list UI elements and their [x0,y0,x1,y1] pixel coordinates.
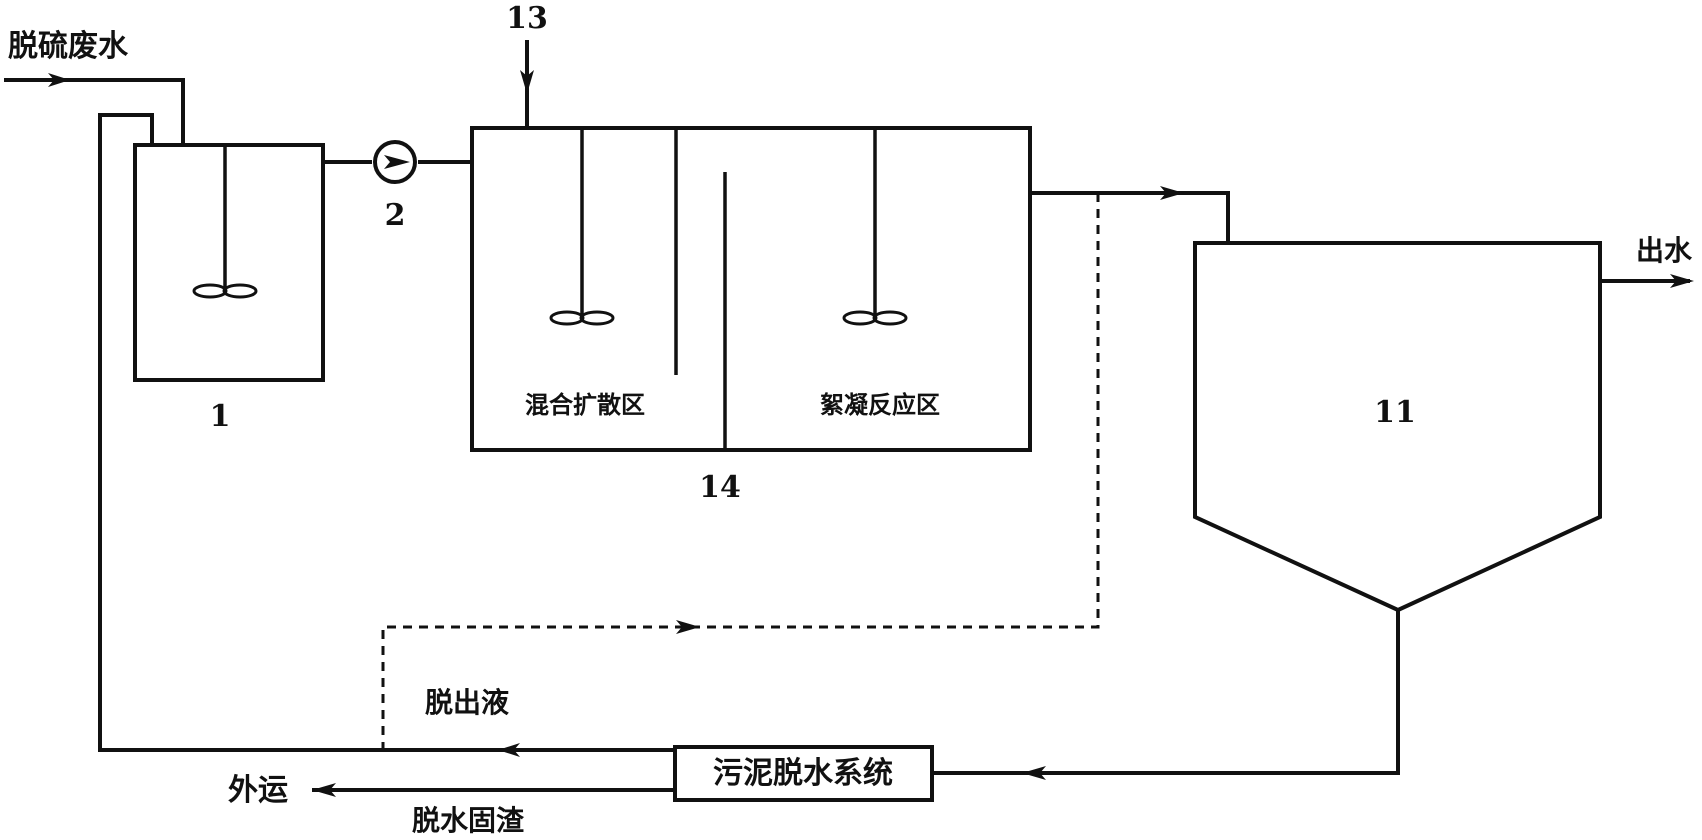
dosing-arrow-icon [520,70,534,94]
mixing-zone-label: 混合扩散区 [525,391,645,419]
inlet-arrow-icon [48,73,70,87]
clarifier-11 [1193,241,1602,613]
solids-label: 脱水固渣 [412,804,525,837]
pump-arrow-icon [384,155,410,169]
sludge-arrow-icon [1022,766,1046,780]
filtrate-label: 脱出液 [425,686,509,719]
outlet-arrow-icon [1670,274,1694,288]
solids-arrow-icon [312,783,336,797]
flocculation-zone-label: 絮凝反应区 [820,391,940,419]
reactor-to-clarifier-pipe [1030,191,1230,243]
mixing-impeller-icon [549,310,615,326]
sludge-pipe [932,610,1400,775]
pump-2 [373,140,417,184]
tank-1-number: 1 [210,399,231,434]
dewatering-system-label: 污泥脱水系统 [713,756,893,791]
dewatering-system-box [673,745,934,802]
inlet-pipe [4,78,185,145]
clarifier-11-number: 11 [1374,395,1416,430]
tank-1-impeller-icon [192,283,258,299]
inlet-label: 脱硫废水 [8,29,129,64]
filtrate-arrow-icon [498,743,520,757]
reactor-outlet-arrow-icon [1160,186,1184,200]
outlet-label: 出水 [1636,234,1693,267]
bypass-arrow-icon [676,620,700,634]
reactor-14-number: 14 [699,470,741,505]
export-label: 外运 [228,773,288,808]
recycle-pipe [98,113,675,752]
tank-1 [133,143,325,382]
dashed-bypass-line [381,193,1100,750]
dosing-number: 13 [506,1,548,36]
flocculation-impeller-icon [842,310,908,326]
pump-2-number: 2 [385,198,406,233]
reactor-14 [470,126,1032,452]
